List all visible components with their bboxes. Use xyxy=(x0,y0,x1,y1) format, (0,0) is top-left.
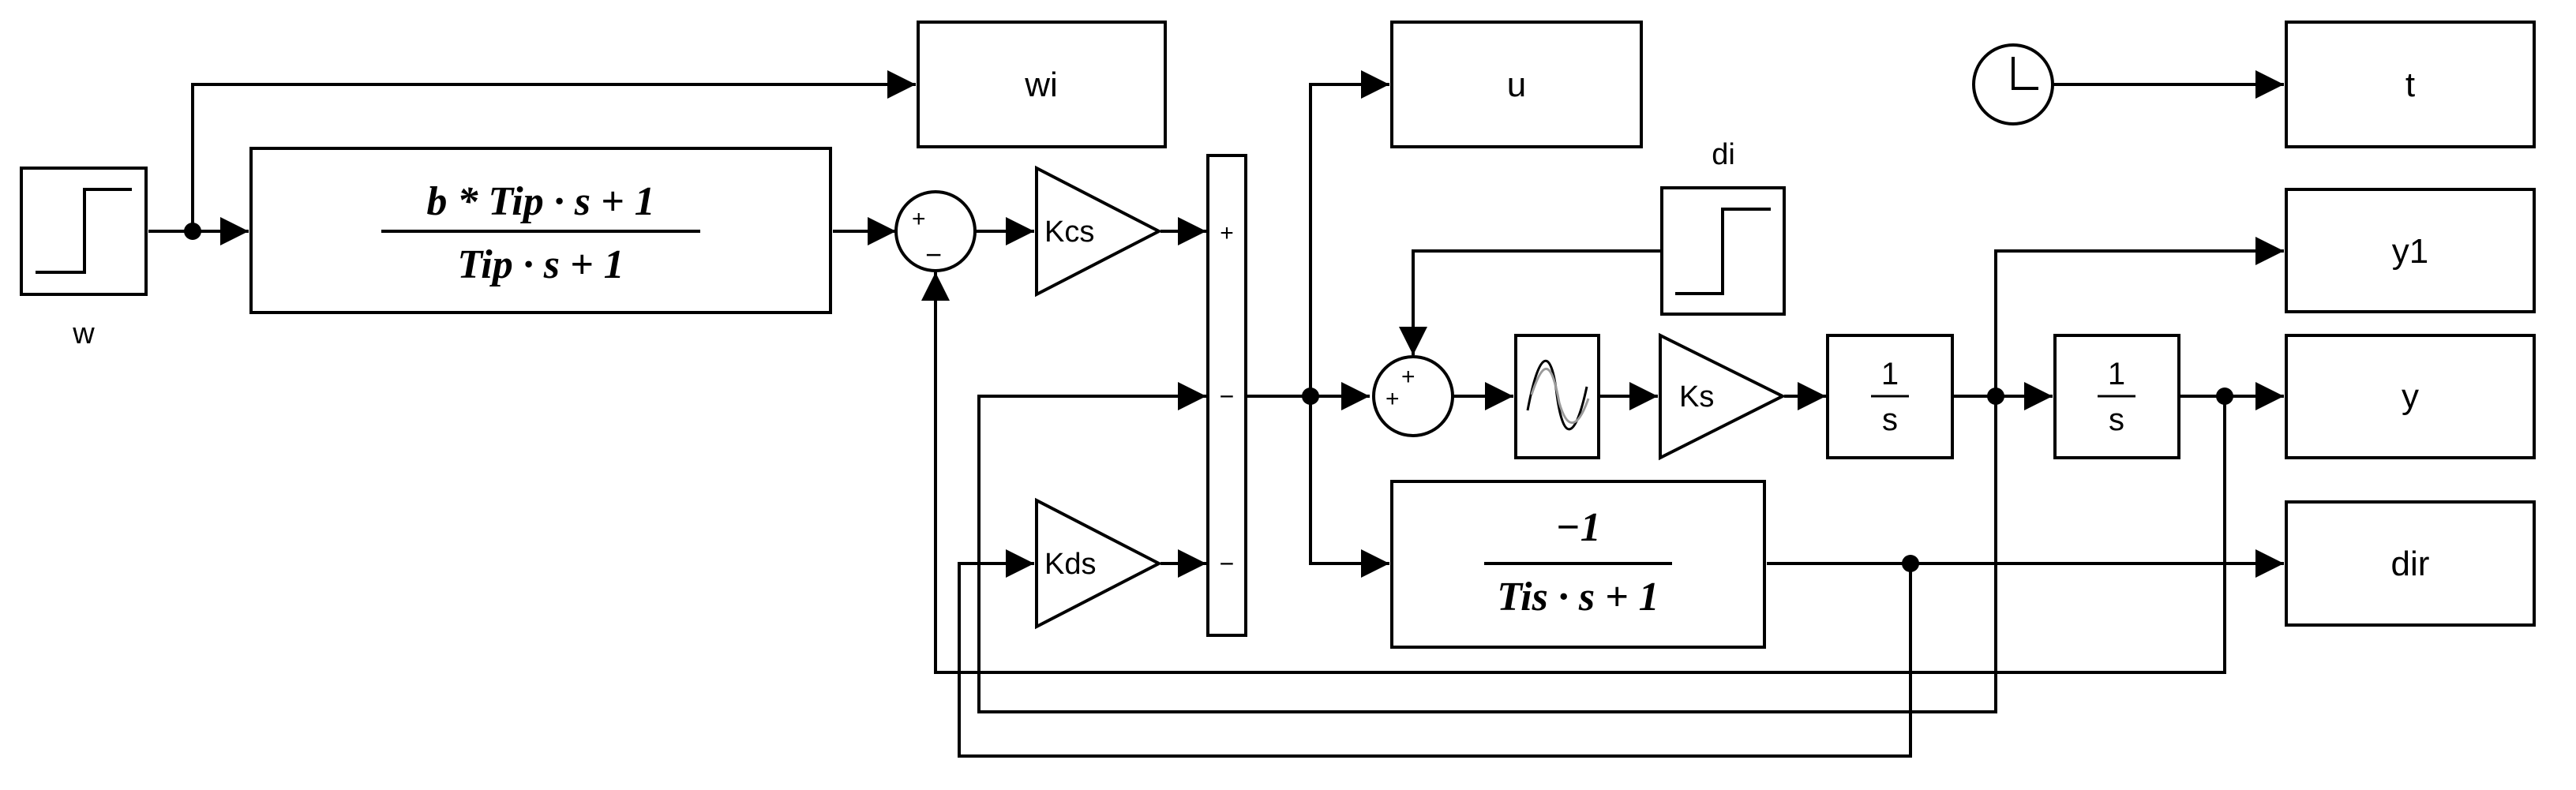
wire-di-to-sum2[interactable] xyxy=(1399,249,1660,355)
output-t-label: t xyxy=(2405,66,2415,104)
wire-to-y1[interactable] xyxy=(1994,237,2284,396)
int2-numerator: 1 xyxy=(2108,357,2125,391)
junction-dots xyxy=(184,223,2233,572)
sum3-input3-sign: − xyxy=(1220,549,1235,578)
output-wi-label: wi xyxy=(1024,66,1058,104)
gain-kcs[interactable]: Kcs xyxy=(1035,165,1163,298)
sum2-plus-left: + xyxy=(1385,386,1400,412)
wire-dir-feedback[interactable] xyxy=(958,549,1912,758)
sum1-minus-sign: − xyxy=(925,238,942,271)
junction-dot xyxy=(184,223,201,240)
wire-to-u[interactable] xyxy=(1309,70,1389,396)
output-wi[interactable]: wi xyxy=(917,21,1167,148)
wire-to-lag[interactable] xyxy=(1309,396,1389,578)
junction-dot xyxy=(2216,388,2233,405)
junction-dot xyxy=(1902,555,1919,572)
sum1-plus-sign: + xyxy=(912,206,926,232)
step-icon xyxy=(1675,208,1771,295)
sum2-plus-top: + xyxy=(1401,364,1415,390)
junction-dot xyxy=(1302,388,1319,405)
output-y-label: y xyxy=(2402,377,2419,416)
nonlinear-block[interactable] xyxy=(1514,334,1600,459)
int1-numerator: 1 xyxy=(1881,357,1899,391)
output-y1-label: y1 xyxy=(2392,232,2428,271)
wire-w-to-wi[interactable] xyxy=(191,70,916,231)
prefilter-denominator: Tip · s + 1 xyxy=(457,242,624,287)
integrator-2[interactable]: 1 s xyxy=(2053,334,2180,459)
clock-source[interactable] xyxy=(1972,43,2054,125)
step-label-w: w xyxy=(72,317,95,350)
output-t[interactable]: t xyxy=(2285,21,2536,148)
sum3-input1-sign: + xyxy=(1220,220,1234,246)
output-y[interactable]: y xyxy=(2285,334,2536,459)
sum3-input2-sign: − xyxy=(1220,382,1235,410)
sum-block-1[interactable]: + − xyxy=(894,190,977,272)
integrator-1[interactable]: 1 s xyxy=(1826,334,1954,459)
clock-icon xyxy=(2012,57,2038,90)
junction-dot xyxy=(1987,388,2004,405)
int2-denominator: s xyxy=(2109,402,2124,437)
prefilter-transfer-fcn[interactable]: b * Tip · s + 1 Tip · s + 1 xyxy=(249,147,832,314)
gain-kcs-label: Kcs xyxy=(1044,215,1094,249)
wave-shadow-icon xyxy=(1530,367,1590,425)
gain-kds[interactable]: Kds xyxy=(1035,497,1163,630)
prefilter-numerator: b * Tip · s + 1 xyxy=(426,179,654,224)
gain-ks[interactable]: Ks xyxy=(1659,332,1787,461)
output-u[interactable]: u xyxy=(1390,21,1643,148)
step-source-di[interactable]: di xyxy=(1660,138,1786,316)
gain-ks-label: Ks xyxy=(1679,380,1714,414)
output-y1[interactable]: y1 xyxy=(2285,188,2536,313)
int1-denominator: s xyxy=(1882,402,1898,437)
lag-denominator: Tis · s + 1 xyxy=(1497,575,1659,620)
step-label-di: di xyxy=(1712,138,1735,171)
gain-kds-label: Kds xyxy=(1044,548,1096,581)
output-dir-label: dir xyxy=(2391,545,2430,583)
sum-block-3[interactable]: + − − xyxy=(1206,154,1247,637)
sum-block-2[interactable]: + + xyxy=(1372,355,1454,437)
output-u-label: u xyxy=(1507,66,1526,104)
output-dir[interactable]: dir xyxy=(2285,500,2536,627)
lag-transfer-fcn[interactable]: −1 Tis · s + 1 xyxy=(1390,480,1766,649)
step-icon xyxy=(36,188,132,274)
lag-numerator: −1 xyxy=(1555,505,1601,550)
step-source-w[interactable]: w xyxy=(20,167,148,350)
wire-y1-feedback[interactable] xyxy=(977,382,1997,713)
wire-y-feedback[interactable] xyxy=(921,272,2226,674)
signal-lines xyxy=(148,70,2284,758)
